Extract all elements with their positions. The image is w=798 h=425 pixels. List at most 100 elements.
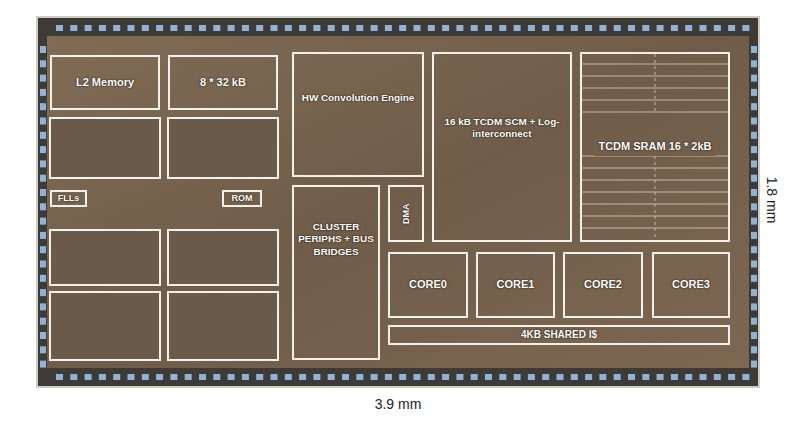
tcdm-sram: TCDM SRAM 16 * 2kB bbox=[580, 52, 730, 242]
bond-pad bbox=[113, 374, 120, 380]
bond-pad bbox=[70, 25, 77, 31]
bond-pad bbox=[751, 218, 757, 225]
bond-pad bbox=[156, 374, 163, 380]
die-outline bbox=[37, 17, 759, 387]
block-label: 8 * 32 kB bbox=[197, 76, 249, 90]
bond-pad bbox=[751, 303, 757, 310]
fll-block: FLLs bbox=[50, 190, 87, 207]
bond-pad bbox=[514, 25, 521, 31]
bond-pad bbox=[557, 374, 564, 380]
bond-pad bbox=[700, 25, 707, 31]
bond-pad bbox=[70, 374, 77, 380]
bond-pad bbox=[414, 374, 421, 380]
bond-pad bbox=[142, 25, 149, 31]
bond-pad bbox=[256, 25, 263, 31]
bond-pad bbox=[751, 261, 757, 268]
bond-pad bbox=[528, 25, 535, 31]
bond-pad bbox=[40, 289, 46, 296]
bond-pad bbox=[40, 346, 46, 353]
bond-pad bbox=[356, 374, 363, 380]
bond-pad bbox=[271, 25, 278, 31]
bond-pad bbox=[313, 25, 320, 31]
bond-pad bbox=[56, 25, 63, 31]
bond-pad bbox=[585, 25, 592, 31]
bond-pad bbox=[751, 160, 757, 167]
block-label: CORE3 bbox=[669, 278, 713, 292]
rom-block: ROM bbox=[222, 190, 262, 207]
bond-pad bbox=[156, 25, 163, 31]
bond-pad bbox=[113, 25, 120, 31]
bond-pad bbox=[442, 25, 449, 31]
block-label: HW Convolution Engine bbox=[299, 92, 417, 104]
bond-pad bbox=[728, 25, 735, 31]
bond-pad bbox=[199, 25, 206, 31]
bond-pad bbox=[751, 89, 757, 96]
pad-ring bbox=[40, 25, 757, 380]
bond-pad bbox=[751, 289, 757, 296]
bond-pad bbox=[499, 374, 506, 380]
bond-pad bbox=[751, 132, 757, 139]
bond-pad bbox=[514, 374, 521, 380]
bond-pad bbox=[751, 346, 757, 353]
memory-blocks bbox=[50, 118, 278, 360]
tcdm-scm: 16 kB TCDM SCM + Log-interconnect bbox=[432, 52, 572, 242]
bond-pad bbox=[751, 103, 757, 110]
bond-pad bbox=[271, 374, 278, 380]
bond-pad bbox=[471, 25, 478, 31]
bond-pad bbox=[751, 175, 757, 182]
bond-pad bbox=[751, 275, 757, 282]
bond-pad bbox=[751, 46, 757, 53]
memory-bank: L2 Memory bbox=[50, 55, 160, 110]
core-block: CORE2 bbox=[563, 252, 643, 318]
instruction-cache: 4KB SHARED I$ bbox=[388, 325, 730, 345]
bond-pad bbox=[456, 374, 463, 380]
bond-pad bbox=[557, 25, 564, 31]
bond-pad bbox=[285, 25, 292, 31]
bond-pad bbox=[328, 25, 335, 31]
bond-pad bbox=[714, 25, 721, 31]
bond-pad bbox=[685, 374, 692, 380]
block-label: DMA bbox=[400, 200, 411, 227]
bond-pad bbox=[685, 25, 692, 31]
bond-pad bbox=[40, 60, 46, 67]
bond-pad bbox=[628, 374, 635, 380]
bond-pad bbox=[485, 25, 492, 31]
core-block: CORE1 bbox=[476, 252, 555, 318]
bond-pad bbox=[542, 25, 549, 31]
bond-pad bbox=[700, 374, 707, 380]
bond-pad bbox=[40, 189, 46, 196]
bond-pad bbox=[751, 246, 757, 253]
bond-pad bbox=[642, 25, 649, 31]
bond-pad bbox=[85, 374, 92, 380]
bond-pad bbox=[199, 374, 206, 380]
bond-pad bbox=[671, 374, 678, 380]
bond-pad bbox=[399, 374, 406, 380]
block-label: CLUSTER PERIPHS + BUS BRIDGES bbox=[294, 221, 378, 258]
bond-pad bbox=[385, 374, 392, 380]
block-label: 4KB SHARED I$ bbox=[518, 329, 600, 342]
bond-pad bbox=[471, 374, 478, 380]
bond-pad bbox=[385, 25, 392, 31]
cluster-peripherals: CLUSTER PERIPHS + BUS BRIDGES bbox=[292, 185, 380, 360]
bond-pad bbox=[371, 25, 378, 31]
bond-pad bbox=[751, 189, 757, 196]
bond-pad bbox=[614, 374, 621, 380]
bond-pad bbox=[356, 25, 363, 31]
bond-pad bbox=[40, 118, 46, 125]
bond-pad bbox=[751, 146, 757, 153]
bond-pad bbox=[40, 332, 46, 339]
bond-pad bbox=[485, 374, 492, 380]
bond-pad bbox=[40, 246, 46, 253]
sram-banks bbox=[582, 54, 728, 240]
bond-pad bbox=[128, 25, 135, 31]
bond-pad bbox=[671, 25, 678, 31]
bond-pad bbox=[285, 374, 292, 380]
bond-pad bbox=[40, 318, 46, 325]
bond-pad bbox=[185, 374, 192, 380]
bond-pad bbox=[99, 374, 106, 380]
bond-pad bbox=[751, 118, 757, 125]
bond-pad bbox=[40, 132, 46, 139]
bond-pad bbox=[751, 75, 757, 82]
bond-pad bbox=[742, 374, 749, 380]
